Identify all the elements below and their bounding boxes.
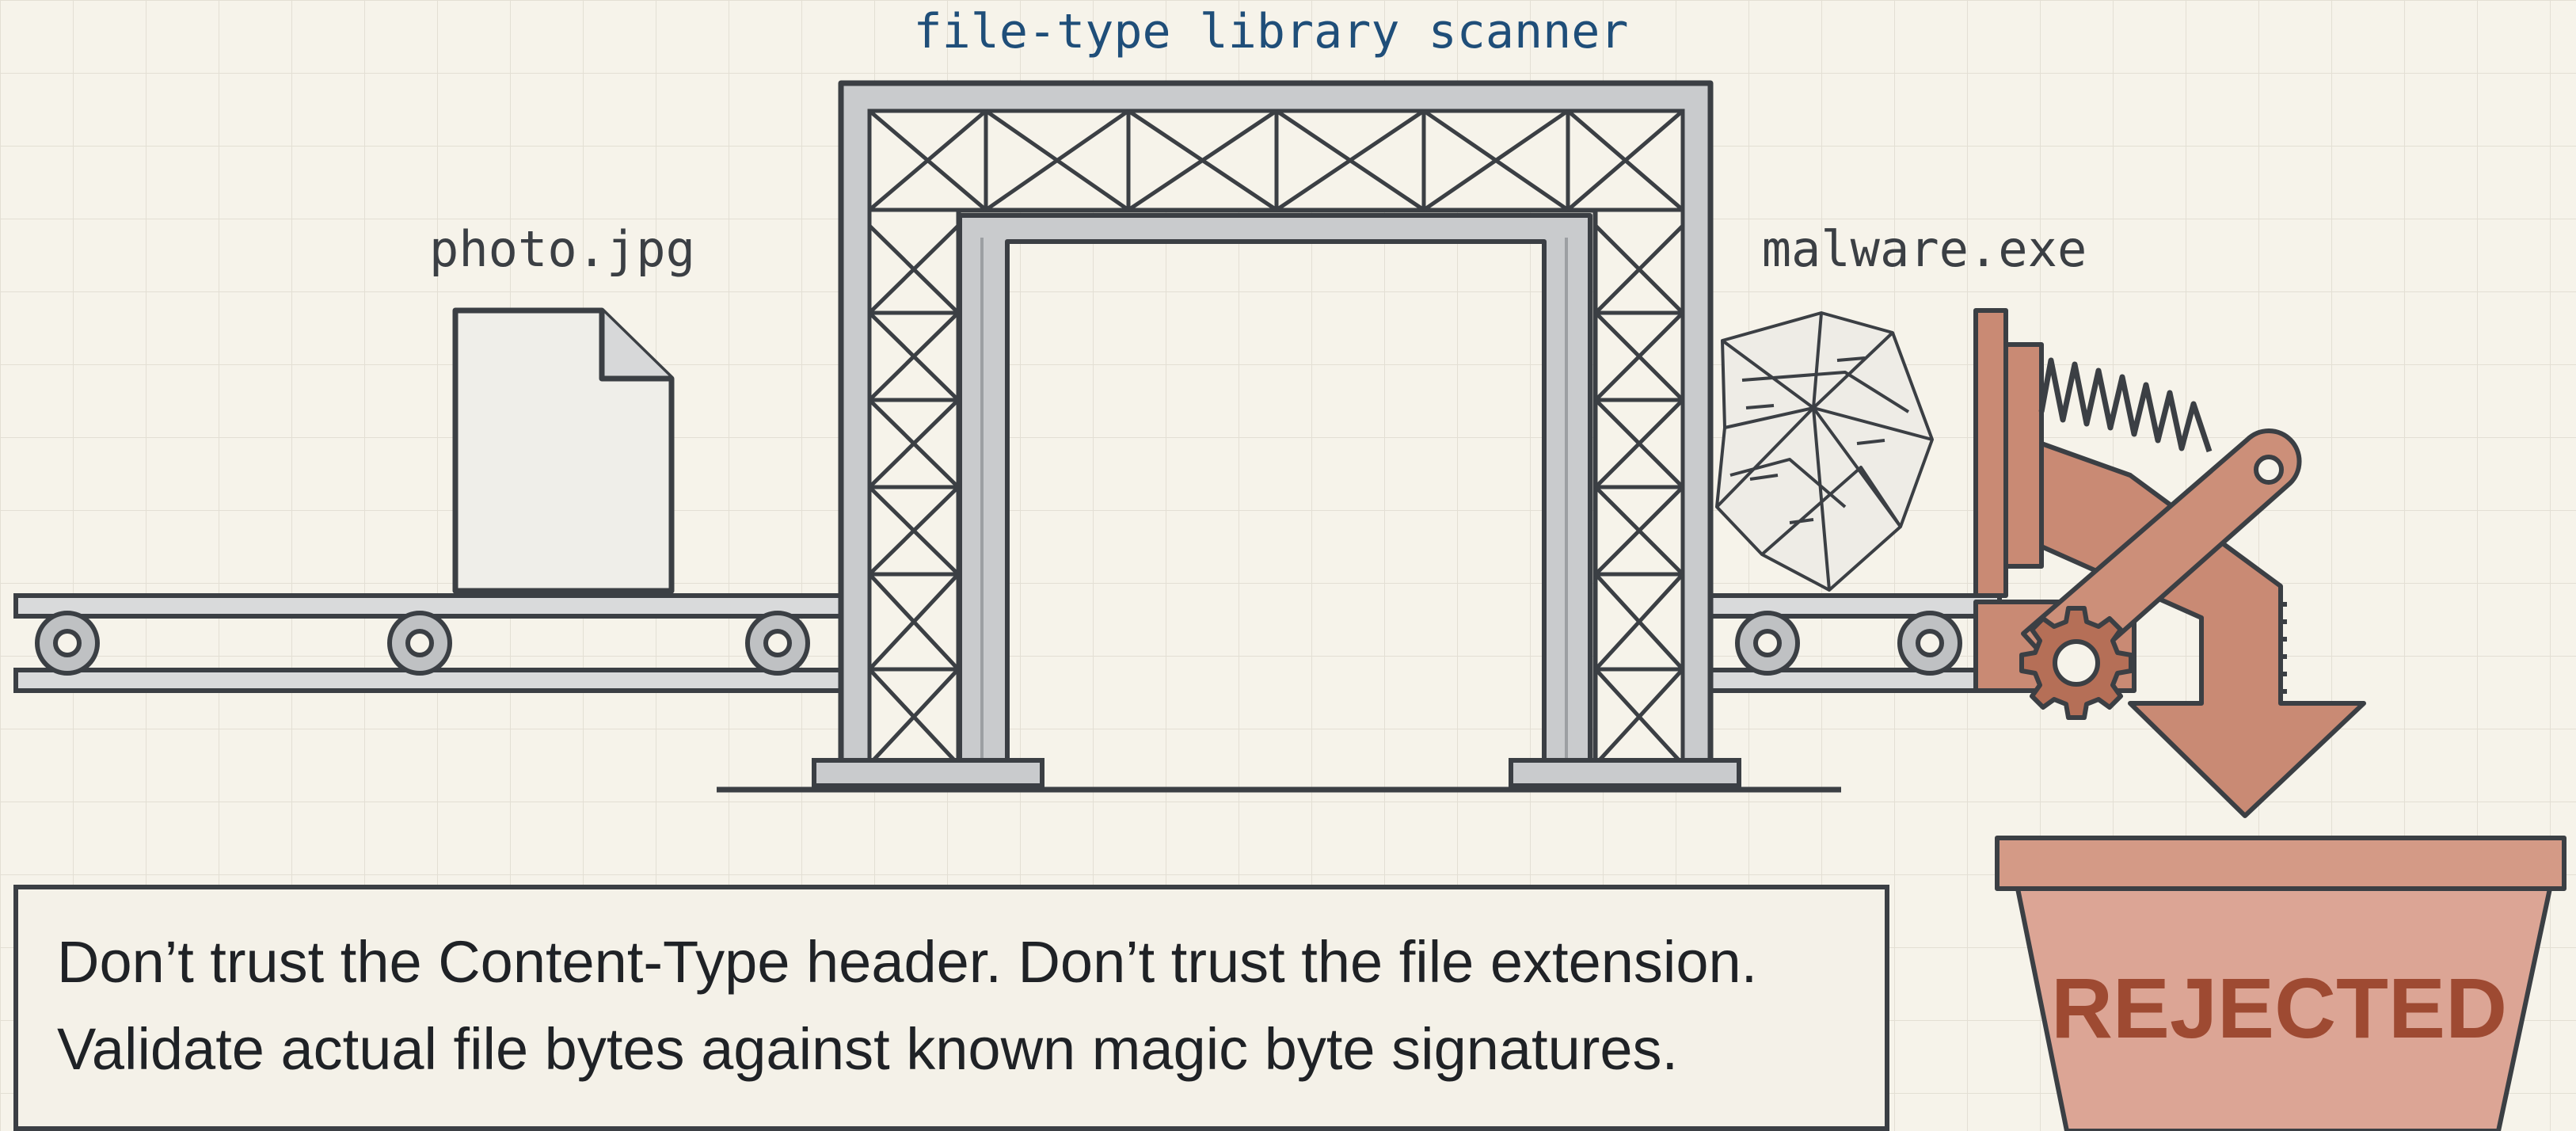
right-conveyor — [1708, 593, 2002, 693]
rejected-label: REJECTED — [2051, 960, 2507, 1056]
conveyor-roller — [387, 611, 452, 676]
conveyor-roller — [745, 611, 810, 676]
scanner-title: file-type library scanner — [913, 4, 1628, 59]
document-icon — [452, 307, 675, 594]
malware-file-label: malware.exe — [1762, 220, 2087, 278]
conveyor-roller — [1897, 611, 1962, 676]
scanner-gantry — [812, 80, 1741, 788]
rejection-arm-mechanism — [1973, 308, 2366, 818]
conveyor-roller — [35, 611, 100, 676]
caption-box — [13, 885, 1889, 1131]
photo-file-label: photo.jpg — [429, 220, 695, 278]
malware-shard-icon — [1715, 311, 1934, 592]
left-conveyor — [13, 593, 850, 693]
caption-line-1: Don’t trust the Content-Type header. Don… — [57, 929, 1757, 995]
rejected-bin — [1995, 836, 2566, 1131]
gear-icon — [2019, 606, 2133, 720]
conveyor-roller — [1735, 611, 1800, 676]
caption-line-2: Validate actual file bytes against known… — [57, 1016, 1678, 1082]
